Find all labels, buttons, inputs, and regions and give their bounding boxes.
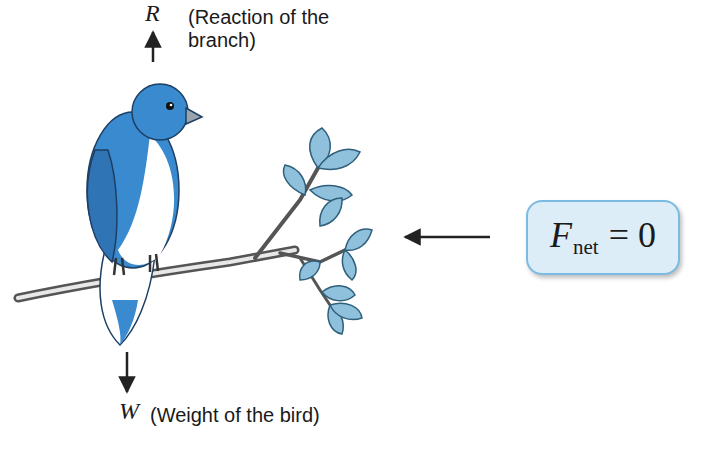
formula-part: = 0 xyxy=(609,215,656,255)
reaction-arrow xyxy=(152,32,155,62)
box-content: Fnet = 0 xyxy=(550,214,656,260)
leaves xyxy=(284,128,372,334)
force-note: (Weight of the bird) xyxy=(150,404,320,427)
formula-part: net xyxy=(573,235,599,259)
pointer-arrow xyxy=(405,236,490,239)
result-box: Fnet = 0 xyxy=(526,200,680,275)
force-symbol: W xyxy=(119,398,139,425)
force-symbol: R xyxy=(145,0,160,27)
force-note: (Reaction of the branch) xyxy=(188,6,368,52)
weight-arrow xyxy=(126,352,129,392)
formula-part: F xyxy=(550,215,572,255)
bird xyxy=(87,84,202,345)
